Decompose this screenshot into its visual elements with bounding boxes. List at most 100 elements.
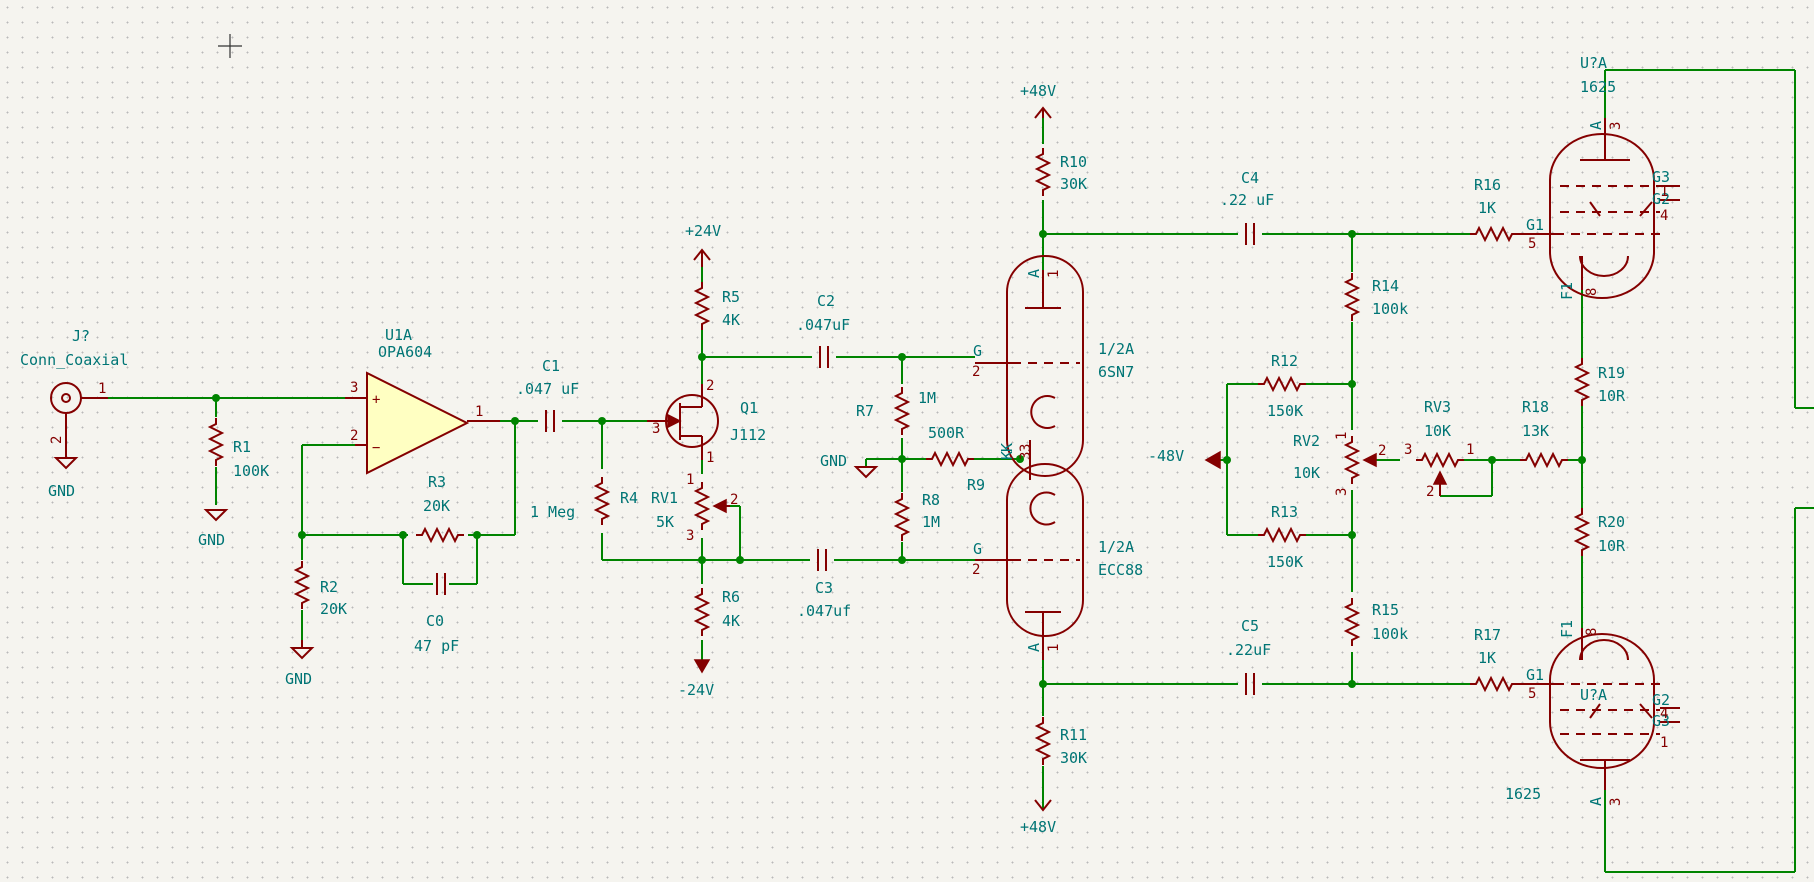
r15-ref: R15 [1372, 601, 1399, 619]
j1-value: Conn_Coaxial [20, 351, 128, 369]
wires [108, 69, 1814, 873]
u2b-g3-label: G3 [1652, 712, 1670, 730]
resistor-r2[interactable]: R2 20K GND [285, 560, 347, 688]
rv2-pin1: 1 [1334, 432, 1350, 440]
triode-6sn7[interactable]: 1/2A 6SN7 G 2 A 1 K 3 [972, 255, 1134, 477]
c0-ref: C0 [426, 612, 444, 630]
rv3-value: 10K [1424, 422, 1451, 440]
q1-pin2: 2 [706, 378, 714, 394]
c5-value: .22uF [1226, 641, 1271, 659]
c4-value: .22 uF [1220, 191, 1274, 209]
resistor-r1[interactable]: R1 100K GND [198, 417, 269, 549]
v1b-value: ECC88 [1098, 561, 1143, 579]
resistor-r11[interactable]: R11 30K [1036, 716, 1087, 767]
r6-ref: R6 [722, 588, 740, 606]
resistor-r10[interactable]: R10 30K [1036, 147, 1087, 197]
pentode-1625-top[interactable]: U?A 1625 G3 G2 G1 5 1 4 A 3 F1 8 [1518, 54, 1680, 300]
resistor-r16[interactable]: R16 1K [1469, 176, 1519, 241]
gnd-label-r1: GND [198, 531, 225, 549]
resistor-r19[interactable]: R19 10R [1575, 357, 1626, 407]
resistor-r18[interactable]: R18 13K [1519, 398, 1569, 467]
v1a-ref: 1/2A [1098, 340, 1134, 358]
u1-value: OPA604 [378, 343, 432, 361]
resistor-r17[interactable]: R17 1K [1469, 626, 1519, 691]
resistor-r7[interactable]: R7 1M [856, 386, 936, 436]
rv1-pin3: 3 [686, 528, 694, 544]
resistor-r9[interactable]: 500R R9 [925, 424, 985, 494]
r14-ref: R14 [1372, 277, 1399, 295]
r17-ref: R17 [1474, 626, 1501, 644]
pentode-1625-bottom[interactable]: U?A 1625 G2 G3 G1 5 4 1 A 3 F1 8 [1505, 620, 1680, 806]
r19-value: 10R [1598, 387, 1626, 405]
rv3-pin2: 2 [1426, 484, 1434, 500]
coax-connector[interactable]: J? Conn_Coaxial 1 2 GND [20, 327, 128, 500]
resistor-r14[interactable]: R14 100k [1345, 272, 1408, 322]
c2-value: .047uF [796, 316, 850, 334]
jfet-q1[interactable]: Q1 J112 3 2 1 [647, 378, 766, 466]
potentiometer-rv1[interactable]: RV1 5K 1 2 3 [651, 472, 738, 544]
capacitor-c0[interactable]: C0 47 pF [414, 572, 459, 655]
resistor-r20[interactable]: R20 10R [1575, 507, 1626, 557]
u1-ref: U1A [385, 326, 412, 344]
v1a-pin3: 3 [1018, 444, 1034, 452]
r7-value: 1M [918, 389, 936, 407]
u2a-g1-label: G1 [1526, 216, 1544, 234]
r16-ref: R16 [1474, 176, 1501, 194]
u1-plus: + [372, 392, 380, 408]
r6-value: 4K [722, 612, 740, 630]
capacitor-c2[interactable]: C2 .047uF [796, 292, 850, 369]
potentiometer-rv2[interactable]: RV2 10K 2 1 3 [1293, 432, 1386, 496]
capacitor-c5[interactable]: C5 .22uF [1226, 617, 1271, 696]
v1b-pin1: 1 [1046, 644, 1062, 652]
r8-ref: R8 [922, 491, 940, 509]
v1b-ref: 1/2A [1098, 538, 1134, 556]
u2a-pin5: 5 [1528, 236, 1536, 252]
c0-value: 47 pF [414, 637, 459, 655]
crosshair-cursor-icon [218, 34, 242, 58]
u2a-pin3: 3 [1608, 122, 1624, 130]
resistor-r13[interactable]: R13 150K [1257, 503, 1307, 571]
resistor-r8[interactable]: R8 1M [895, 491, 940, 542]
resistor-r6[interactable]: R6 4K [695, 587, 740, 637]
u2b-pin8: 8 [1584, 628, 1600, 636]
r9-value: 500R [928, 424, 965, 442]
capacitor-c3[interactable]: C3 .047uf [797, 548, 851, 620]
c3-ref: C3 [815, 579, 833, 597]
v1b-cathode-label: K [998, 451, 1016, 460]
rv2-pin2: 2 [1378, 443, 1386, 459]
u2a-g3-label: G3 [1652, 168, 1670, 186]
r4-value: 1 Meg [530, 503, 575, 521]
u2b-f1-label: F1 [1558, 620, 1576, 638]
r9-ref: R9 [967, 476, 985, 494]
u2b-g2-label: G2 [1652, 691, 1670, 709]
u2b-ref: U?A [1580, 686, 1607, 704]
q1-pin3: 3 [652, 421, 660, 437]
power-plus48-top: +48V [1020, 82, 1056, 119]
potentiometer-rv3[interactable]: RV3 10K 3 1 2 [1404, 398, 1474, 500]
u2a-ref: U?A [1580, 54, 1607, 72]
plus48-top-label: +48V [1020, 82, 1056, 100]
u2b-pin4: 4 [1660, 706, 1668, 722]
resistor-r3[interactable]: R3 [415, 473, 465, 542]
resistor-r12[interactable]: R12 150K [1257, 352, 1307, 420]
resistor-r5[interactable]: R5 4K [695, 281, 740, 331]
resistor-r15[interactable]: R15 100k [1345, 597, 1408, 647]
r12-ref: R12 [1271, 352, 1298, 370]
r1-ref: R1 [233, 438, 251, 456]
j1-pin2: 2 [49, 436, 65, 444]
rv2-pin3: 3 [1334, 488, 1350, 496]
c1-value: .047 uF [516, 380, 579, 398]
opamp-u1a[interactable]: 3 2 1 + − U1A OPA604 [345, 326, 500, 475]
r1-value: 100K [233, 462, 269, 480]
resistor-r4[interactable]: 1 Meg R4 [530, 476, 638, 526]
u2a-value: 1625 [1580, 78, 1616, 96]
u1-pin3: 3 [350, 380, 358, 396]
c4-ref: C4 [1241, 169, 1259, 187]
capacitor-c4[interactable]: C4 .22 uF [1220, 169, 1274, 246]
v1a-grid-label: G [973, 342, 982, 360]
capacitor-c1[interactable]: C1 .047 uF [516, 357, 579, 433]
u2a-anode-label: A [1587, 121, 1605, 130]
triode-ecc88[interactable]: 1/2A ECC88 G 2 A 1 K 3 [972, 451, 1143, 660]
u2a-g2-label: G2 [1652, 190, 1670, 208]
